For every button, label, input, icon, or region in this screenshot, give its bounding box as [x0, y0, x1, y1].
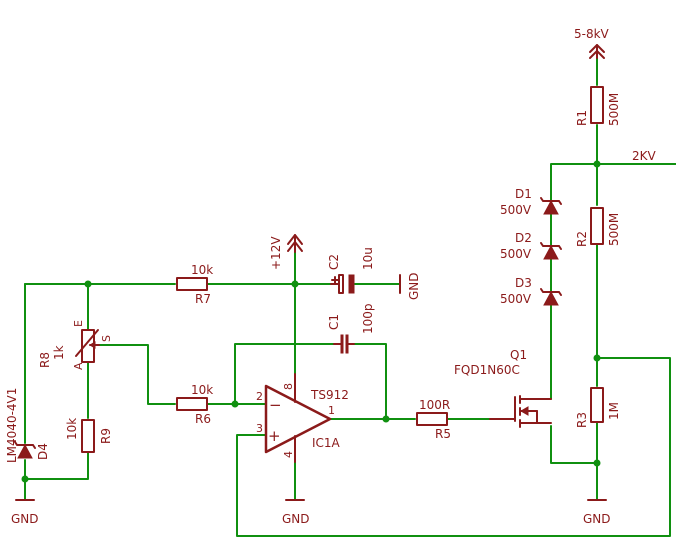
r1-value: 500M [607, 93, 621, 126]
opamp-ic1: − + 2 3 1 8 4 TS912 IC1A [256, 373, 349, 463]
resistor-r3: R3 1M [575, 387, 621, 428]
opamp-plus: + [268, 427, 281, 445]
r8-value: 1k [52, 345, 66, 360]
junction [593, 459, 601, 467]
junction [21, 475, 29, 483]
d2-name: D2 [515, 231, 532, 245]
junction [231, 400, 239, 408]
wire-wiper [98, 344, 266, 405]
opamp-pin: 4 [282, 451, 295, 458]
resistor-r1: R1 500M [575, 86, 621, 126]
r7-name: R7 [195, 292, 211, 306]
hv-supply-symbol: 5-8kV [574, 27, 610, 59]
capacitor-c1: C1 100p [327, 303, 375, 354]
r9-value: 10k [65, 418, 79, 440]
opamp-name: IC1A [312, 436, 341, 450]
r8-pin-s: S [100, 335, 113, 342]
c2-value: 10u [361, 247, 375, 270]
r5-name: R5 [435, 427, 451, 441]
wire-r8-r9 [24, 283, 89, 480]
ground-symbol: GND [282, 499, 310, 526]
wire-diodes [550, 163, 598, 314]
ground-symbol: GND [583, 499, 611, 526]
r6-value: 10k [191, 383, 213, 397]
diode-d2: D2 500V [500, 231, 562, 261]
ground-label: GND [11, 512, 39, 526]
d2-value: 500V [500, 247, 532, 261]
diode-d3: D3 500V [500, 276, 562, 306]
ground-symbol: GND [11, 499, 39, 526]
wire-loop [236, 357, 671, 537]
junction [382, 415, 390, 423]
resistor-r9: 10k R9 [65, 418, 113, 453]
opamp-part-number: TS912 [310, 388, 349, 402]
d3-name: D3 [515, 276, 532, 290]
ground-label: GND [583, 512, 611, 526]
d1-name: D1 [515, 187, 532, 201]
vcc-symbol: +12V [269, 234, 303, 270]
d1-value: 500V [500, 203, 532, 217]
junctions [21, 160, 601, 483]
vcc-label: +12V [269, 236, 283, 270]
hv-output-label: 2KV [632, 149, 657, 163]
opamp-minus: − [269, 396, 282, 414]
r5-value: 100R [419, 398, 450, 412]
d3-value: 500V [500, 292, 532, 306]
c2-name: C2 [327, 254, 341, 270]
r1-name: R1 [575, 110, 589, 126]
capacitor-c2: C2 10u [327, 247, 375, 294]
junction [593, 354, 601, 362]
r2-name: R2 [575, 231, 589, 247]
q1-value: FQD1N60C [454, 363, 520, 377]
wires [24, 57, 676, 537]
resistor-r6: 10k R6 [176, 383, 213, 426]
q1-name: Q1 [510, 348, 527, 362]
opamp-pin: 1 [328, 404, 335, 417]
c1-name: C1 [327, 314, 341, 330]
r2-value: 500M [607, 213, 621, 246]
c1-value: 100p [361, 303, 375, 334]
r3-value: 1M [607, 402, 621, 420]
diode-d1: D1 500V [500, 187, 562, 217]
mosfet-q1: Q1 FQD1N60C [454, 348, 552, 428]
ground-symbol: GND [399, 272, 421, 300]
r3-name: R3 [575, 412, 589, 428]
opamp-pin: 3 [256, 422, 263, 435]
r9-name: R9 [99, 428, 113, 444]
junction [291, 280, 299, 288]
resistor-r7: 10k R7 [176, 263, 213, 306]
opamp-pin: 8 [282, 383, 295, 390]
resistor-r5: 100R R5 [416, 398, 451, 441]
d4-name: D4 [36, 443, 50, 460]
r7-value: 10k [191, 263, 213, 277]
ground-label: GND [407, 272, 421, 300]
d4-value: LM4040-4V1 [5, 388, 19, 463]
junction [84, 280, 92, 288]
hv-supply-label: 5-8kV [574, 27, 610, 41]
r8-name: R8 [38, 352, 52, 368]
wire-feedback [234, 343, 387, 420]
r8-pin-a: A [72, 362, 85, 370]
potentiometer-r8: E A S R8 1k [38, 320, 113, 370]
ground-label: GND [282, 512, 310, 526]
opamp-pin: 2 [256, 390, 263, 403]
diode-d4: LM4040-4V1 D4 [5, 388, 50, 463]
wire-source [550, 425, 598, 464]
junction [593, 160, 601, 168]
r8-pin-e: E [72, 320, 85, 327]
r6-name: R6 [195, 412, 211, 426]
resistor-r2: R2 500M [575, 207, 621, 247]
